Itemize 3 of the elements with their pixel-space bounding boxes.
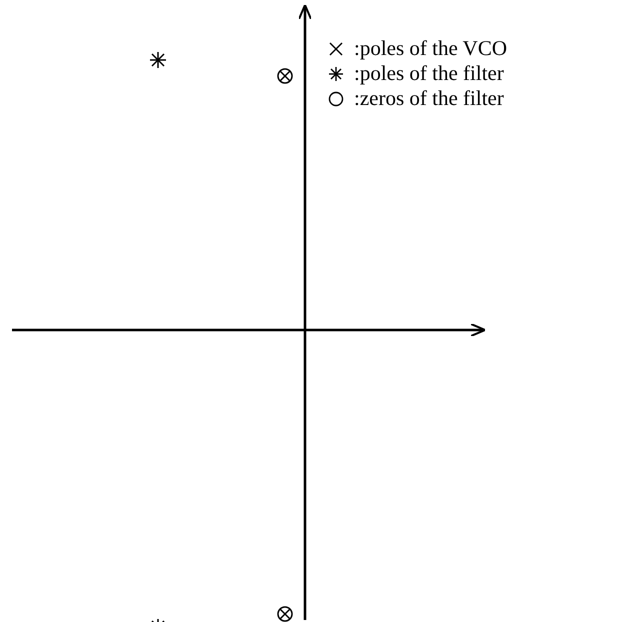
legend-text: :poles of the VCO — [354, 36, 508, 60]
legend-text: :zeros of the filter — [354, 86, 504, 110]
legend-text: :poles of the filter — [354, 61, 504, 85]
